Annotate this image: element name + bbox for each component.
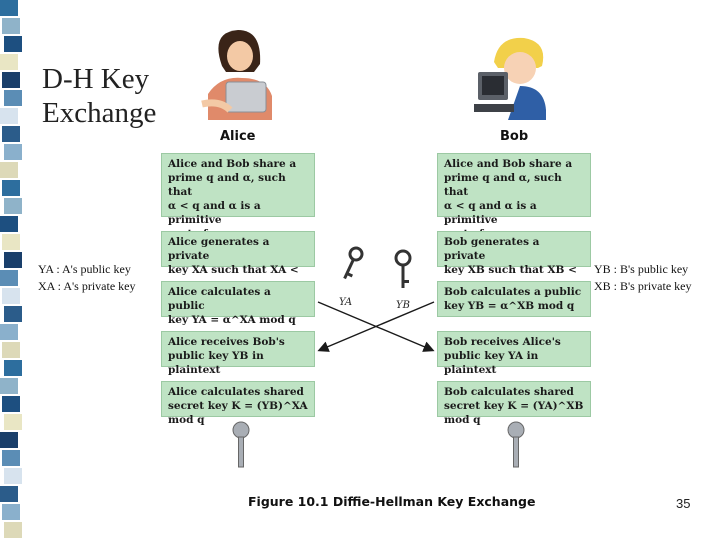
slide-title: D-H Key Exchange [42,62,156,130]
stripe-segment [2,342,20,358]
stripe-segment [2,288,20,304]
alice-key-note: YA : A's public key XA : A's private key [38,262,136,293]
stripe-segment [4,36,22,52]
stripe-segment [4,522,22,538]
stripe-segment [4,306,22,322]
alice-illustration [201,30,272,120]
key-icon-alice-shared [232,421,250,468]
arrow-yb-to-alice [317,301,435,352]
key-label-yb: YB [396,300,410,311]
stripe-segment [0,324,18,340]
stripe-segment [4,468,22,484]
stripe-segment [4,360,22,376]
bob-step-3: Bob calculates a public key YB = α^XB mo… [437,281,591,317]
stripe-segment [0,432,18,448]
stripe-segment [0,108,18,124]
bob-key-note: YB : B's public key XB : B's private key [594,262,692,293]
stripe-segment [0,54,18,70]
stripe-segment [0,162,18,178]
decorative-stripe [0,0,26,540]
stripe-segment [2,450,20,466]
alice-step-4: Alice receives Bob's public key YB in pl… [161,331,315,376]
stripe-segment [2,180,20,196]
stripe-segment [4,90,22,106]
bob-step-2: Bob generates a private key XB such that… [437,231,591,290]
alice-label: Alice [220,129,256,144]
stripe-segment [0,0,18,16]
bob-step-4: Bob receives Alice's public key YA in pl… [437,331,591,376]
bob-step-5: Bob calculates shared secret key K = (YA… [437,381,591,426]
stripe-segment [2,396,20,412]
title-line-2: Exchange [42,97,157,129]
stripe-segment [0,486,18,502]
arrow-ya-to-bob [317,301,435,352]
stripe-segment [2,234,20,250]
title-line-1: D-H Key [42,63,150,95]
page-number: 35 [676,496,691,511]
bob-illustration [474,37,546,120]
stripe-segment [0,270,18,286]
bob-label: Bob [500,129,529,144]
stripe-segment [4,144,22,160]
alice-step-2: Alice generates a private key XA such th… [161,231,315,290]
stripe-segment [2,18,20,34]
stripe-segment [2,126,20,142]
alice-step-5: Alice calculates shared secret key K = (… [161,381,315,426]
key-icon-yb [394,249,412,288]
alice-step-3: Alice calculates a public key YA = α^XA … [161,281,315,326]
stripe-segment [2,504,20,520]
stripe-segment [4,198,22,214]
stripe-segment [0,216,18,232]
key-icon-bob-shared [507,421,525,468]
stripe-segment [0,378,18,394]
figure-caption: Figure 10.1 Diffie-Hellman Key Exchange [248,494,536,509]
key-icon-ya [343,246,364,280]
stripe-segment [2,72,20,88]
key-label-ya: YA [339,297,352,308]
stripe-segment [4,414,22,430]
stripe-segment [4,252,22,268]
